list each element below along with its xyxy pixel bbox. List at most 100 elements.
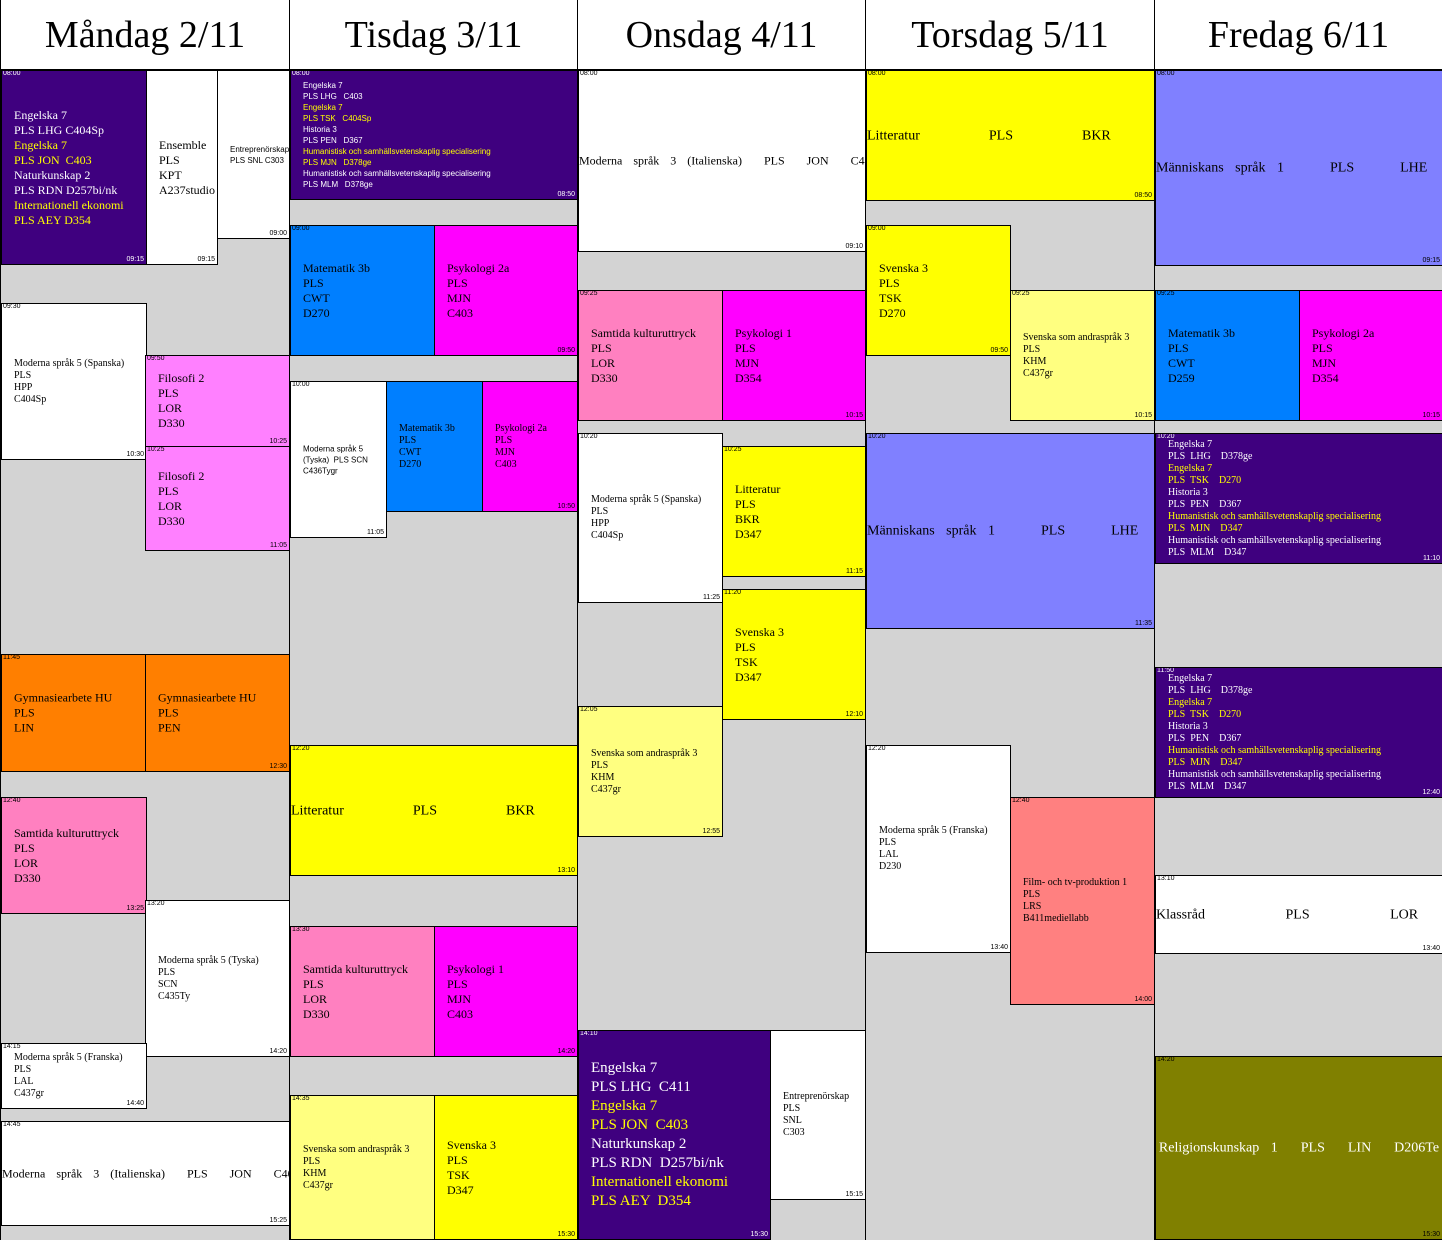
lesson-line: Humanistisk och samhällsvetenskaplig spe… xyxy=(1168,534,1382,546)
lesson-line: C437gr xyxy=(1023,367,1053,379)
lesson-line: Naturkunskap 2 xyxy=(591,1136,687,1152)
lesson-line: Moderna språk 5 (Franska) xyxy=(14,1052,123,1063)
lesson-line: MJN xyxy=(1312,355,1337,370)
day-header: Onsdag 4/11 xyxy=(578,0,865,70)
lesson-details: Klassråd PLS LOR C437gr xyxy=(1156,907,1419,922)
lesson-line: Humanistisk och samhällsvetenskaplig spe… xyxy=(303,169,491,178)
lesson-line: Svenska 3 xyxy=(735,624,784,639)
day-header: Torsdag 5/11 xyxy=(866,0,1154,70)
lesson-details: Människans språk 1 PLS LHE C437gr xyxy=(1156,160,1428,176)
start-time: 09:00 xyxy=(868,225,886,232)
lesson-line: Matematik 3b xyxy=(399,422,455,434)
lesson-line: LIN xyxy=(14,720,34,735)
lesson-line: PLS TSK D270 xyxy=(1168,474,1242,486)
lesson-line: PLS xyxy=(1168,340,1189,355)
lesson-line: PLS LHG D378ge xyxy=(1168,684,1253,696)
lesson-line: PLS MJN D347 xyxy=(1168,522,1243,534)
lesson-line: Psykologi 2a xyxy=(447,260,510,275)
lesson-line: PLS PEN D367 xyxy=(303,136,363,145)
lesson-line: KHM xyxy=(591,771,615,783)
lesson-details: Moderna språk 3 (Italienska) PLS JON C40… xyxy=(579,153,866,168)
lesson-line: Engelska 7 xyxy=(14,107,67,122)
start-time: 09:25 xyxy=(1157,290,1175,297)
lesson-line: Samtida kulturuttryck xyxy=(14,825,119,840)
start-time: 10:25 xyxy=(147,446,165,453)
lesson-line: PLS xyxy=(303,976,324,991)
lesson-line: Psykologi 1 xyxy=(447,961,505,976)
lesson-line: D270 xyxy=(399,458,422,470)
lesson-line: LOR xyxy=(158,401,182,415)
start-time: 09:30 xyxy=(3,303,21,310)
lesson-line: Psykologi 2a xyxy=(495,422,547,434)
lesson-line: Svenska 3 xyxy=(879,260,928,275)
start-time: 11:45 xyxy=(3,654,20,661)
lesson-line: PLS xyxy=(158,966,176,978)
end-time: 15:15 xyxy=(845,1191,863,1198)
end-time: 09:00 xyxy=(269,230,287,237)
end-time: 11:05 xyxy=(270,542,287,549)
lesson-details: Moderna språk 3 (Italienska) PLS JON C40… xyxy=(2,1166,290,1180)
lesson-line: PLS xyxy=(591,759,609,771)
lesson-line: Engelska 7 xyxy=(1168,438,1213,450)
end-time: 14:00 xyxy=(1134,996,1152,1003)
start-time: 10:20 xyxy=(868,433,886,440)
lesson-line: PLS xyxy=(158,386,179,400)
end-time: 15:30 xyxy=(557,1231,575,1238)
day-header: Måndag 2/11 xyxy=(1,0,289,70)
lesson-line: C403 xyxy=(495,458,517,470)
end-time: 11:25 xyxy=(703,594,720,601)
